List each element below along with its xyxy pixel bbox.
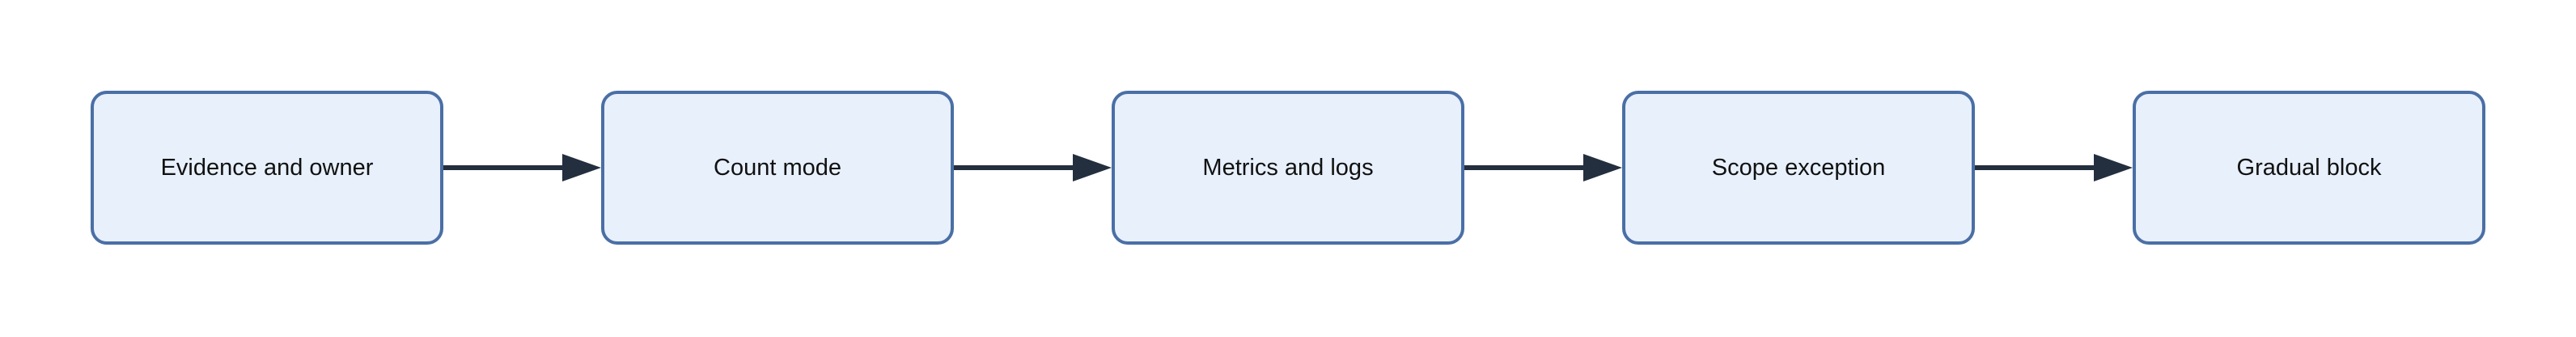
arrow-head-icon — [2094, 154, 2133, 181]
node-gradual-block: Gradual block — [2133, 91, 2485, 245]
node-label: Count mode — [714, 154, 841, 181]
node-scope-exception: Scope exception — [1622, 91, 1975, 245]
node-label: Evidence and owner — [160, 154, 374, 181]
node-metrics-and-logs: Metrics and logs — [1112, 91, 1464, 245]
node-label: Gradual block — [2236, 154, 2382, 181]
arrow-head-icon — [1073, 154, 1112, 181]
node-label: Scope exception — [1711, 154, 1886, 181]
node-count-mode: Count mode — [601, 91, 954, 245]
node-evidence-and-owner: Evidence and owner — [91, 91, 443, 245]
arrow-head-icon — [562, 154, 601, 181]
node-label: Metrics and logs — [1202, 154, 1374, 181]
arrow-head-icon — [1583, 154, 1622, 181]
